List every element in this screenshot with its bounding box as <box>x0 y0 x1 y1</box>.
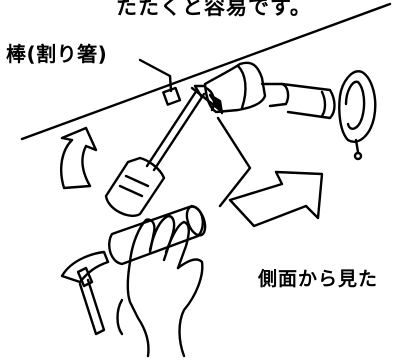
caption-top: たたくと容易です。 <box>116 0 312 19</box>
leader-line <box>138 58 173 93</box>
ceiling-line <box>20 2 392 141</box>
label-stick: 棒(割り箸) <box>6 42 108 66</box>
direction-arrow <box>228 170 324 228</box>
rotation-arrow <box>60 126 98 190</box>
pointer-arrow-shaft <box>190 86 222 112</box>
lamp-fixture-icon <box>203 61 377 161</box>
screwdriver-icon <box>104 84 207 217</box>
stick-square <box>162 86 182 106</box>
cylinder-icon <box>108 204 207 266</box>
hammer-icon <box>60 250 110 336</box>
guide-line <box>216 116 252 208</box>
label-side-view: 側面から見た <box>258 268 379 290</box>
hand-icon <box>116 214 204 358</box>
